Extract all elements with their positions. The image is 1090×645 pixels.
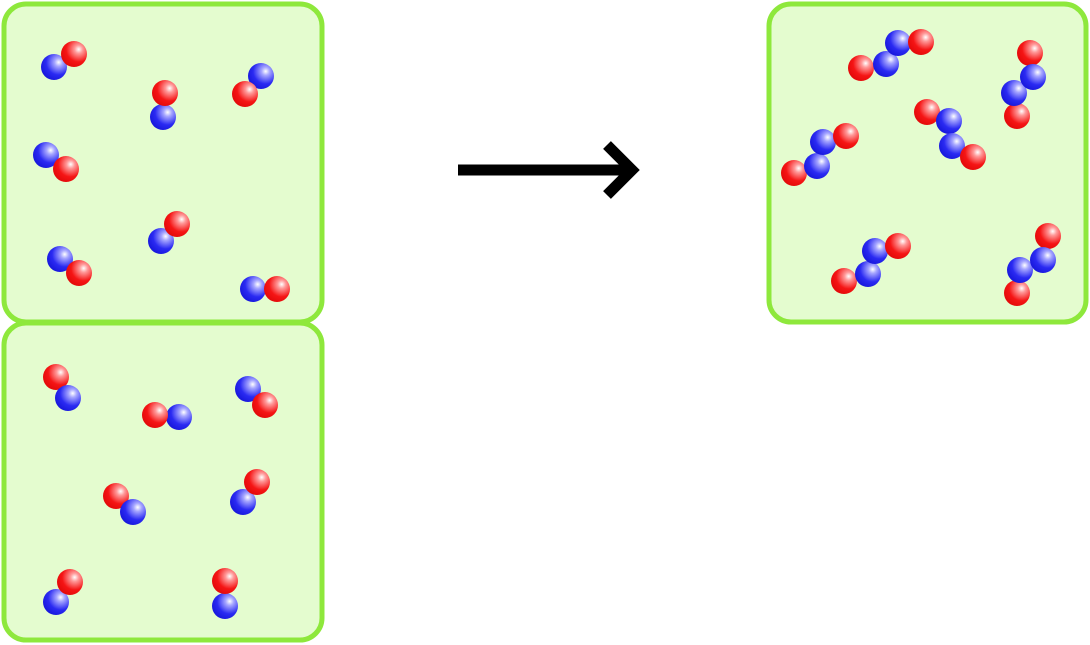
red-atom [164,211,190,237]
molecule [33,142,79,182]
molecules-layer [33,29,1061,619]
red-atom [1004,103,1030,129]
blue-atom [936,108,962,134]
blue-atom [810,129,836,155]
blue-atom [1020,64,1046,90]
molecule [1004,223,1061,306]
blue-atom [1001,80,1027,106]
red-atom [914,99,940,125]
molecule [212,568,238,619]
molecule [781,123,859,186]
molecule [103,483,146,525]
blue-atom [120,499,146,525]
red-atom [1035,223,1061,249]
blue-atom [885,30,911,56]
red-atom [1017,40,1043,66]
blue-atom [248,63,274,89]
blue-atom [804,153,830,179]
blue-atom [1030,247,1056,273]
molecule [232,63,274,107]
red-atom [232,81,258,107]
molecule [43,569,83,615]
blue-atom [148,228,174,254]
blue-atom [166,404,192,430]
blue-atom [240,276,266,302]
blue-atom [862,238,888,264]
red-atom [53,156,79,182]
red-atom [848,55,874,81]
blue-atom [43,589,69,615]
red-atom [831,268,857,294]
red-atom [908,29,934,55]
molecule [914,99,986,170]
molecule [831,233,911,294]
blue-atom [47,246,73,272]
molecule [150,80,178,130]
red-atom [1004,280,1030,306]
blue-atom [1007,257,1033,283]
red-atom [885,233,911,259]
red-atom [244,469,270,495]
reactant-box-bottom [1,320,325,643]
molecule [47,246,92,286]
red-atom [142,402,168,428]
red-atom [264,276,290,302]
red-atom [61,41,87,67]
molecule [41,41,87,80]
molecule [43,364,81,411]
red-atom [57,569,83,595]
blue-atom [212,593,238,619]
red-atom [212,568,238,594]
molecule [142,402,192,430]
blue-atom [939,133,965,159]
red-atom [103,483,129,509]
red-atom [833,123,859,149]
reaction-arrow [458,141,640,199]
molecule [848,29,934,81]
red-atom [66,260,92,286]
red-atom [152,80,178,106]
blue-atom [55,385,81,411]
molecule [1001,40,1046,129]
blue-atom [41,54,67,80]
molecule [148,211,190,254]
blue-atom [230,489,256,515]
red-atom [960,144,986,170]
molecule [230,469,270,515]
molecule [240,276,290,302]
arrow-head [603,141,640,199]
blue-atom [33,142,59,168]
blue-atom [235,376,261,402]
red-atom [252,392,278,418]
red-atom [43,364,69,390]
blue-atom [873,51,899,77]
red-atom [781,160,807,186]
molecule [235,376,278,418]
blue-atom [855,261,881,287]
blue-atom [150,104,176,130]
